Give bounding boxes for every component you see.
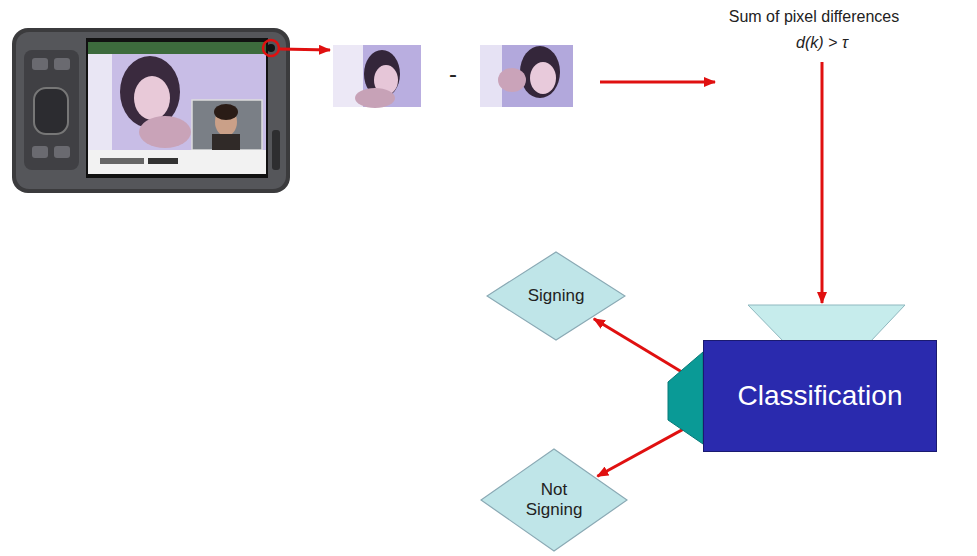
input-funnel xyxy=(748,305,905,342)
decision-diamond: Not Signing xyxy=(480,448,628,552)
flow-arrow xyxy=(821,62,824,303)
decision-diamond: Signing xyxy=(486,251,626,341)
output-port xyxy=(668,352,703,444)
minus-sign: - xyxy=(449,60,457,88)
node-text: Not Signing xyxy=(521,480,587,521)
frame-thumbnail xyxy=(480,45,573,107)
annotation-text: Sum of pixel differences xyxy=(729,8,899,26)
pointer-arrow xyxy=(280,49,330,50)
node-text: Signing xyxy=(528,286,585,306)
node-text: Classification xyxy=(738,379,903,413)
formula-text: d(k) > τ xyxy=(796,34,848,52)
phone-photo xyxy=(12,28,290,193)
frame-thumbnail xyxy=(333,45,421,108)
process-box: Classification xyxy=(703,340,937,452)
flow-arrow xyxy=(600,81,715,84)
